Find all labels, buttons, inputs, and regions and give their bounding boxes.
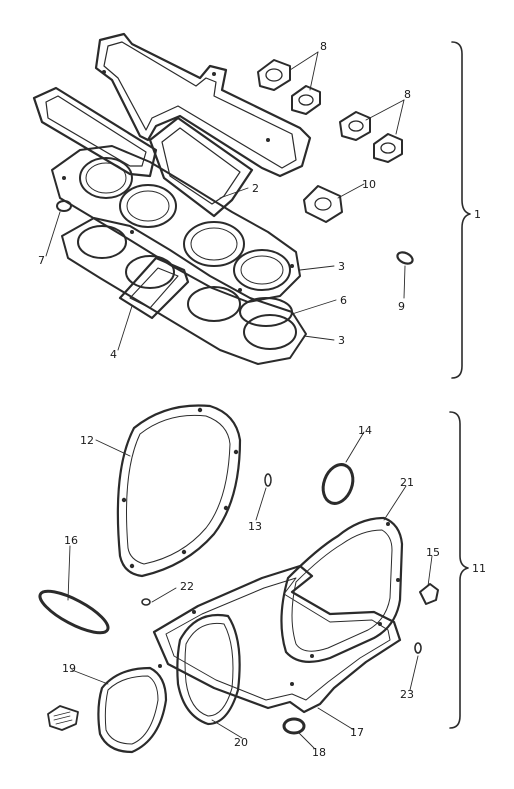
callout-2: 2	[252, 182, 259, 195]
oil-strainer	[47, 705, 79, 731]
o-ring-16	[38, 589, 110, 635]
o-ring-14	[321, 463, 355, 505]
crankcase-gasket	[152, 564, 402, 714]
o-ring-9	[396, 251, 414, 265]
callout-14: 14	[358, 424, 372, 437]
callout-23: 23	[400, 688, 414, 701]
valve-cover-gasket	[94, 32, 312, 178]
callout-10: 10	[362, 178, 376, 191]
callout-8b: 8	[404, 88, 411, 101]
dowel-22	[141, 598, 151, 606]
oil-pan-gasket	[97, 664, 168, 754]
intake-seal-8c	[339, 111, 371, 141]
callout-9: 9	[398, 300, 405, 313]
callout-labels: 1 2 3 3 4 6 7 8 8 9 10 11 12 13 14 15 16…	[38, 40, 486, 759]
callout-22: 22	[180, 580, 194, 593]
callout-13: 13	[248, 520, 262, 533]
callout-3a: 3	[338, 260, 345, 273]
callout-19: 19	[62, 662, 76, 675]
o-ring-6	[239, 297, 293, 327]
cylinder-head-gasket	[51, 145, 301, 303]
callout-12: 12	[80, 434, 94, 447]
crankcase-cover-gasket	[280, 516, 404, 663]
tach-drive-gasket	[303, 185, 343, 223]
intake-seal-8d	[373, 133, 403, 163]
callout-17: 17	[350, 726, 364, 739]
callout-16: 16	[64, 534, 78, 547]
seal-15	[419, 583, 439, 605]
cam-cover-gasket	[148, 116, 254, 218]
bracket-group-1	[451, 41, 471, 379]
callout-11: 11	[472, 562, 486, 575]
leader-lines-lower	[67, 431, 433, 749]
callout-8a: 8	[320, 40, 327, 53]
callout-3b: 3	[338, 334, 345, 347]
intake-seal-8a	[257, 59, 291, 91]
head-cover-gasket-small	[118, 256, 190, 320]
bracket-group-11	[449, 411, 469, 729]
callout-4: 4	[110, 348, 117, 361]
clutch-cover-gasket	[176, 613, 241, 726]
generator-cover-gasket	[116, 404, 242, 578]
callout-1: 1	[474, 208, 481, 221]
seal-7	[56, 200, 72, 212]
breather-cover-gasket	[32, 86, 158, 178]
leader-lines-upper	[45, 51, 406, 351]
cylinder-base-gasket	[61, 217, 307, 365]
callout-20: 20	[234, 736, 248, 749]
callout-15: 15	[426, 546, 440, 559]
dowel-23	[414, 642, 422, 654]
o-ring-13	[264, 473, 272, 487]
callout-21: 21	[400, 476, 414, 489]
callout-18: 18	[312, 746, 326, 759]
intake-seal-8b	[291, 85, 321, 115]
callout-6: 6	[340, 294, 347, 307]
callout-7: 7	[38, 254, 45, 267]
o-ring-18	[282, 717, 306, 735]
